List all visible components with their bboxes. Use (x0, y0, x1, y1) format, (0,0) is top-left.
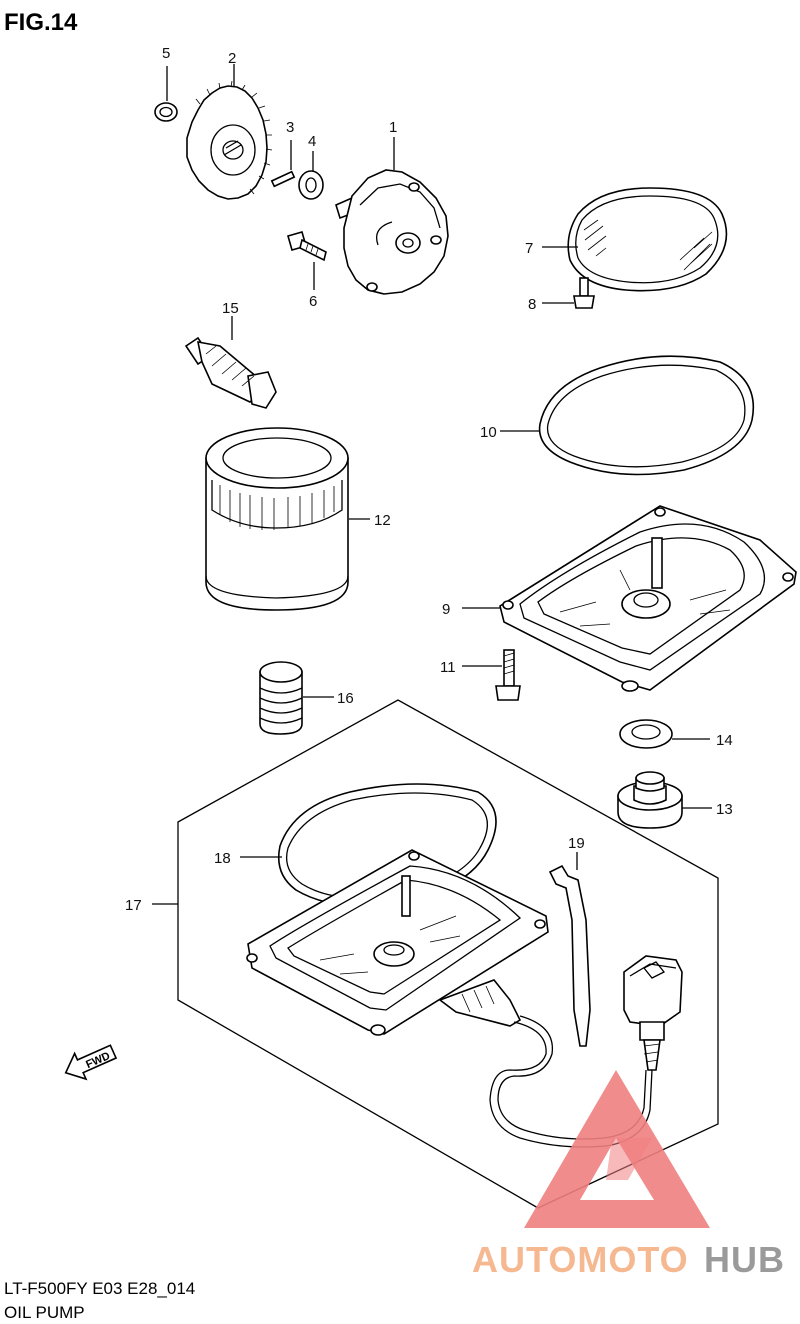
part-17-pan-sensor (246, 849, 653, 1148)
callout-11: 11 (440, 659, 456, 676)
callout-8: 8 (528, 296, 536, 313)
part-1-oil-pump (335, 137, 449, 295)
callout-17: 17 (125, 897, 142, 914)
model-code: LT-F500FY E03 E28_014 (4, 1279, 195, 1298)
automotohub-watermark: AUTOMOTO HUB (472, 1070, 785, 1280)
callout-12: 12 (374, 512, 391, 529)
callout-10: 10 (480, 424, 497, 441)
part-17-assembly-box (152, 699, 719, 1209)
callout-6: 6 (309, 293, 317, 310)
callout-16: 16 (337, 690, 354, 707)
part-14-gasket (619, 719, 710, 749)
callout-4: 4 (308, 133, 316, 150)
part-13-drain-plug (617, 771, 712, 829)
callout-1: 1 (389, 119, 397, 136)
part-16-cartridge (259, 661, 334, 735)
part-3-pin (270, 140, 296, 188)
callout-15: 15 (222, 300, 239, 317)
part-2-gear (186, 64, 273, 200)
part-7-strainer (542, 187, 728, 292)
part-17-connector (623, 955, 683, 1071)
callout-13: 13 (716, 801, 733, 818)
callout-14: 14 (716, 732, 733, 749)
figure-title: FIG.14 (4, 9, 78, 36)
callout-5: 5 (162, 45, 170, 62)
part-5-circlip (154, 66, 178, 122)
part-8-screw (542, 277, 595, 309)
callout-2: 2 (228, 50, 236, 67)
section-title: OIL PUMP (4, 1303, 85, 1322)
part-15-pressure-switch (184, 316, 277, 409)
part-6-bolt (287, 231, 327, 290)
callout-3: 3 (286, 119, 294, 136)
part-19-clamp (548, 852, 591, 1047)
watermark-text-part2: HUB (704, 1239, 785, 1280)
callout-18: 18 (214, 850, 231, 867)
callout-9: 9 (442, 601, 450, 618)
part-4-washer (298, 151, 324, 200)
part-10-o-ring (500, 355, 754, 476)
part-12-oil-filter (205, 427, 370, 611)
part-9-oil-pan (462, 505, 797, 692)
callout-7: 7 (525, 240, 533, 257)
fwd-direction-arrow: FWD (64, 1044, 118, 1081)
callout-19: 19 (568, 835, 585, 852)
fwd-label: FWD (84, 1050, 112, 1071)
part-11-bolt (462, 649, 521, 701)
watermark-text-part1: AUTOMOTO (472, 1239, 689, 1280)
